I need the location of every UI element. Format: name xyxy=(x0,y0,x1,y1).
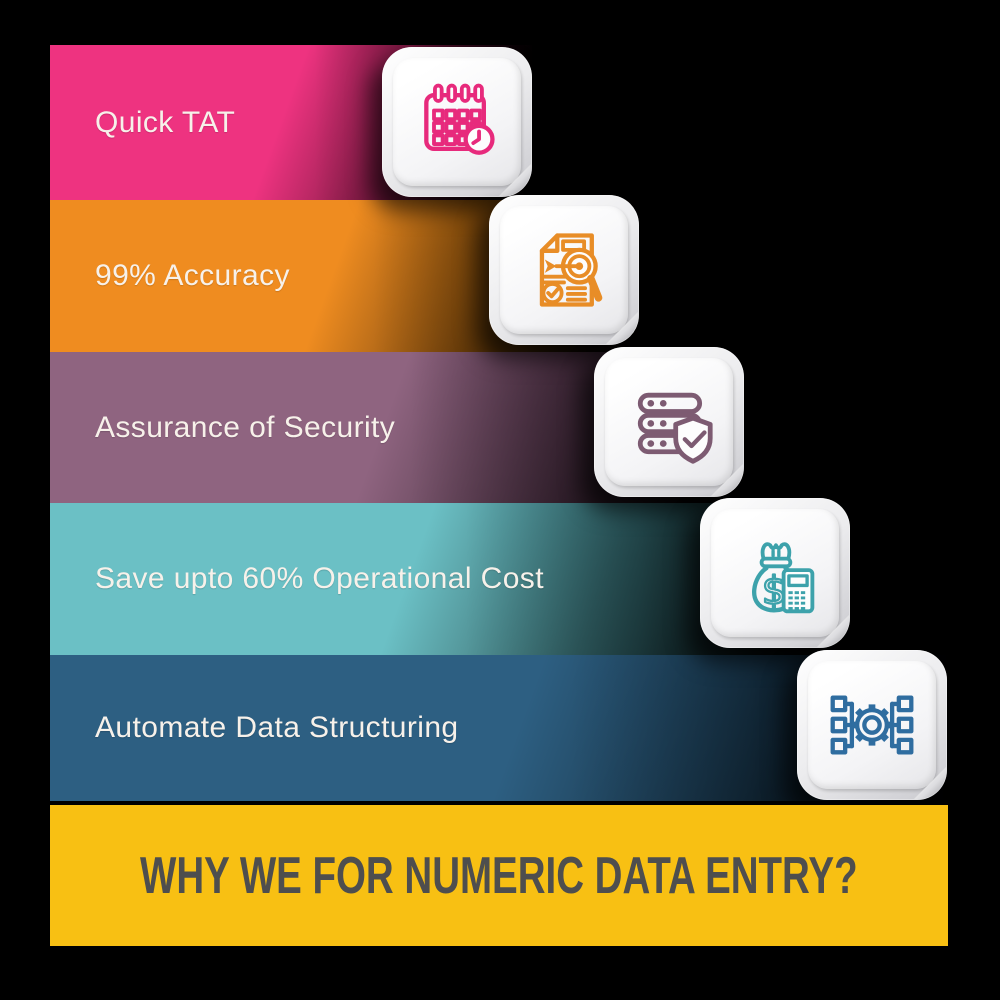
document-search-icon xyxy=(539,233,603,307)
step-label: Save upto 60% Operational Cost xyxy=(95,562,544,595)
step-label: Quick TAT xyxy=(95,105,236,139)
step-keycap xyxy=(594,347,744,497)
step-keycap xyxy=(797,650,947,800)
gear-flowchart-icon xyxy=(830,695,914,755)
calendar-clock-icon xyxy=(424,83,495,155)
server-shield-icon xyxy=(637,392,713,464)
step-label: Assurance of Security xyxy=(95,410,396,444)
step-label: Automate Data Structuring xyxy=(95,711,459,744)
title-banner: WHY WE FOR NUMERIC DATA ENTRY? xyxy=(50,805,948,946)
step-keycap xyxy=(489,195,639,345)
title-text: WHY WE FOR NUMERIC DATA ENTRY? xyxy=(140,846,858,905)
step-label: 99% Accuracy xyxy=(95,259,290,292)
step-keycap xyxy=(382,47,532,197)
step-keycap: $ xyxy=(700,498,850,648)
moneybag-calculator-icon: $ xyxy=(752,542,815,615)
